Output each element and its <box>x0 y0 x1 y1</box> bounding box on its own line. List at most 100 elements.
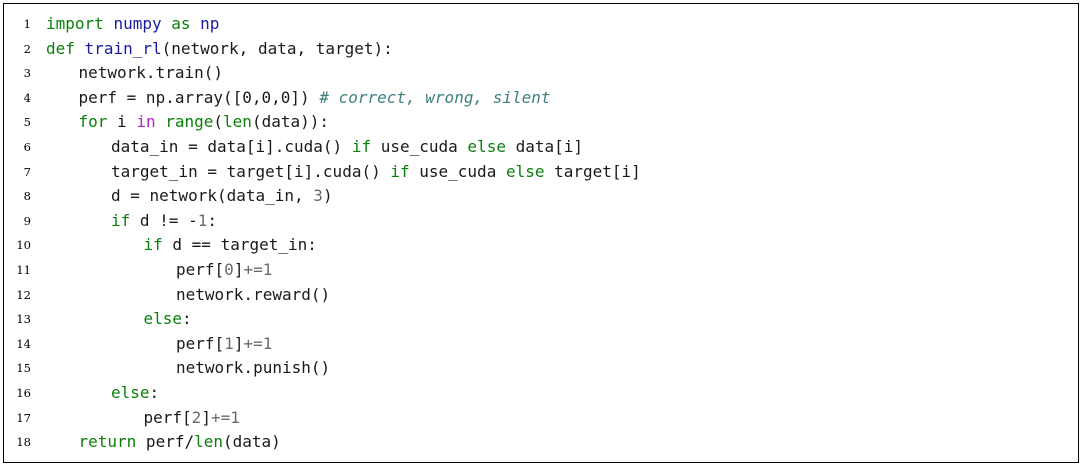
code-token: import <box>46 14 104 33</box>
code-line: 4 perf = np.array([0,0,0]) # correct, wro… <box>4 86 1078 111</box>
code-token: (data)): <box>251 112 329 132</box>
line-source: perf[0]+=1 <box>176 258 272 283</box>
line-number: 9 <box>23 213 31 228</box>
line-source: data_in = data[i].cuda() if use_cuda els… <box>111 135 583 160</box>
code-token: perf[ <box>176 333 225 353</box>
code-token: (data) <box>223 432 281 452</box>
code-token: 0 <box>224 259 234 279</box>
line-number: 18 <box>16 435 31 450</box>
code-token: if <box>143 235 163 255</box>
code-line: 13 else: <box>4 307 1078 332</box>
code-token: ] <box>201 407 211 427</box>
line-number: 10 <box>16 238 31 253</box>
code-token: if <box>351 136 372 156</box>
code-token: ( <box>213 112 224 132</box>
line-source: return perf/len(data) <box>79 430 281 455</box>
code-line: 8 d = network(data_in, 3) <box>4 184 1078 209</box>
code-token: network.punish() <box>176 358 331 378</box>
code-line: 9 if d != -1: <box>4 209 1078 234</box>
line-source: perf[1]+=1 <box>176 332 272 357</box>
code-token: target[i] <box>544 161 641 181</box>
code-token: network.train() <box>78 63 224 83</box>
line-number: 4 <box>23 90 31 105</box>
code-token: len <box>223 112 252 132</box>
line-source: d = network(data_in, 3) <box>111 184 333 209</box>
code-line: 1 import numpy as np <box>4 12 1078 37</box>
code-token: as <box>171 14 191 33</box>
code-token: use_cuda <box>371 136 468 156</box>
line-number: 1 <box>23 17 31 31</box>
code-line: 15 network.punish() <box>4 356 1078 381</box>
line-source: else: <box>144 307 192 332</box>
line-source: def train_rl(network, data, target): <box>46 37 393 62</box>
code-token: 2 <box>191 407 202 427</box>
code-line: 18 return perf/len(data) <box>4 430 1078 455</box>
line-number: 12 <box>16 287 31 302</box>
line-source: network.reward() <box>176 283 330 308</box>
line-source: network.train() <box>79 61 224 86</box>
code-token: use_cuda <box>409 161 506 181</box>
code-token: ] <box>233 333 244 353</box>
code-token: len <box>194 432 223 452</box>
code-token: else <box>505 161 545 181</box>
code-line: 6 data_in = data[i].cuda() if use_cuda el… <box>4 135 1078 160</box>
line-number: 11 <box>16 262 31 277</box>
code-token: in <box>136 112 156 132</box>
code-token: : <box>149 382 160 402</box>
code-token: d = network(data_in, <box>111 186 314 206</box>
code-line: 16 else: <box>4 381 1078 406</box>
code-line: 12 network.reward() <box>4 283 1078 308</box>
line-number: 2 <box>23 41 31 56</box>
line-number: 13 <box>16 312 31 327</box>
code-token: perf[ <box>176 259 225 279</box>
code-token <box>75 39 85 58</box>
line-number: 15 <box>16 361 31 376</box>
code-token <box>104 14 114 33</box>
code-token: for <box>78 112 108 132</box>
code-token: numpy <box>113 14 162 33</box>
line-number: 6 <box>23 139 31 154</box>
code-token: # correct, wrong, silent <box>319 87 551 107</box>
code-token: 1 <box>230 407 240 427</box>
code-token <box>191 14 201 33</box>
code-token <box>162 14 172 33</box>
code-token: (network, data, target): <box>161 38 393 58</box>
line-source: else: <box>111 381 159 406</box>
code-token: perf[ <box>143 407 192 427</box>
code-token: += <box>243 259 263 279</box>
code-token: train_rl <box>84 38 162 58</box>
code-token: perf = np.array([0,0,0]) <box>78 87 320 107</box>
code-token: ] <box>233 259 244 279</box>
line-source: target_in = target[i].cuda() if use_cuda… <box>111 160 641 185</box>
code-token: return <box>78 432 137 452</box>
code-token: target_in = target[i].cuda() <box>111 161 391 181</box>
code-line: 2 def train_rl(network, data, target): <box>4 37 1078 62</box>
code-token: network.reward() <box>176 284 331 304</box>
code-token: else <box>143 309 183 329</box>
code-token: += <box>210 407 231 427</box>
line-source: for i in range(len(data)): <box>79 110 330 135</box>
line-number: 7 <box>23 164 31 179</box>
line-number: 16 <box>16 385 31 400</box>
line-source: if d != -1: <box>111 209 217 234</box>
code-token: np <box>200 14 220 33</box>
line-number: 8 <box>23 189 31 204</box>
code-token: def <box>46 38 75 58</box>
code-token: 1 <box>262 259 273 279</box>
line-source: network.punish() <box>176 356 330 381</box>
code-token: : <box>207 210 217 230</box>
code-token: data_in = data[i].cuda() <box>111 136 352 156</box>
code-token: d == target_in: <box>162 235 317 255</box>
code-line: 10 if d == target_in: <box>4 233 1078 258</box>
code-token: ) <box>322 186 333 206</box>
code-token: if <box>390 161 410 181</box>
line-source: import numpy as np <box>46 12 219 37</box>
code-token: i <box>107 112 137 132</box>
code-token: else <box>111 382 150 402</box>
code-token: += <box>243 333 263 353</box>
code-token: : <box>182 309 192 329</box>
